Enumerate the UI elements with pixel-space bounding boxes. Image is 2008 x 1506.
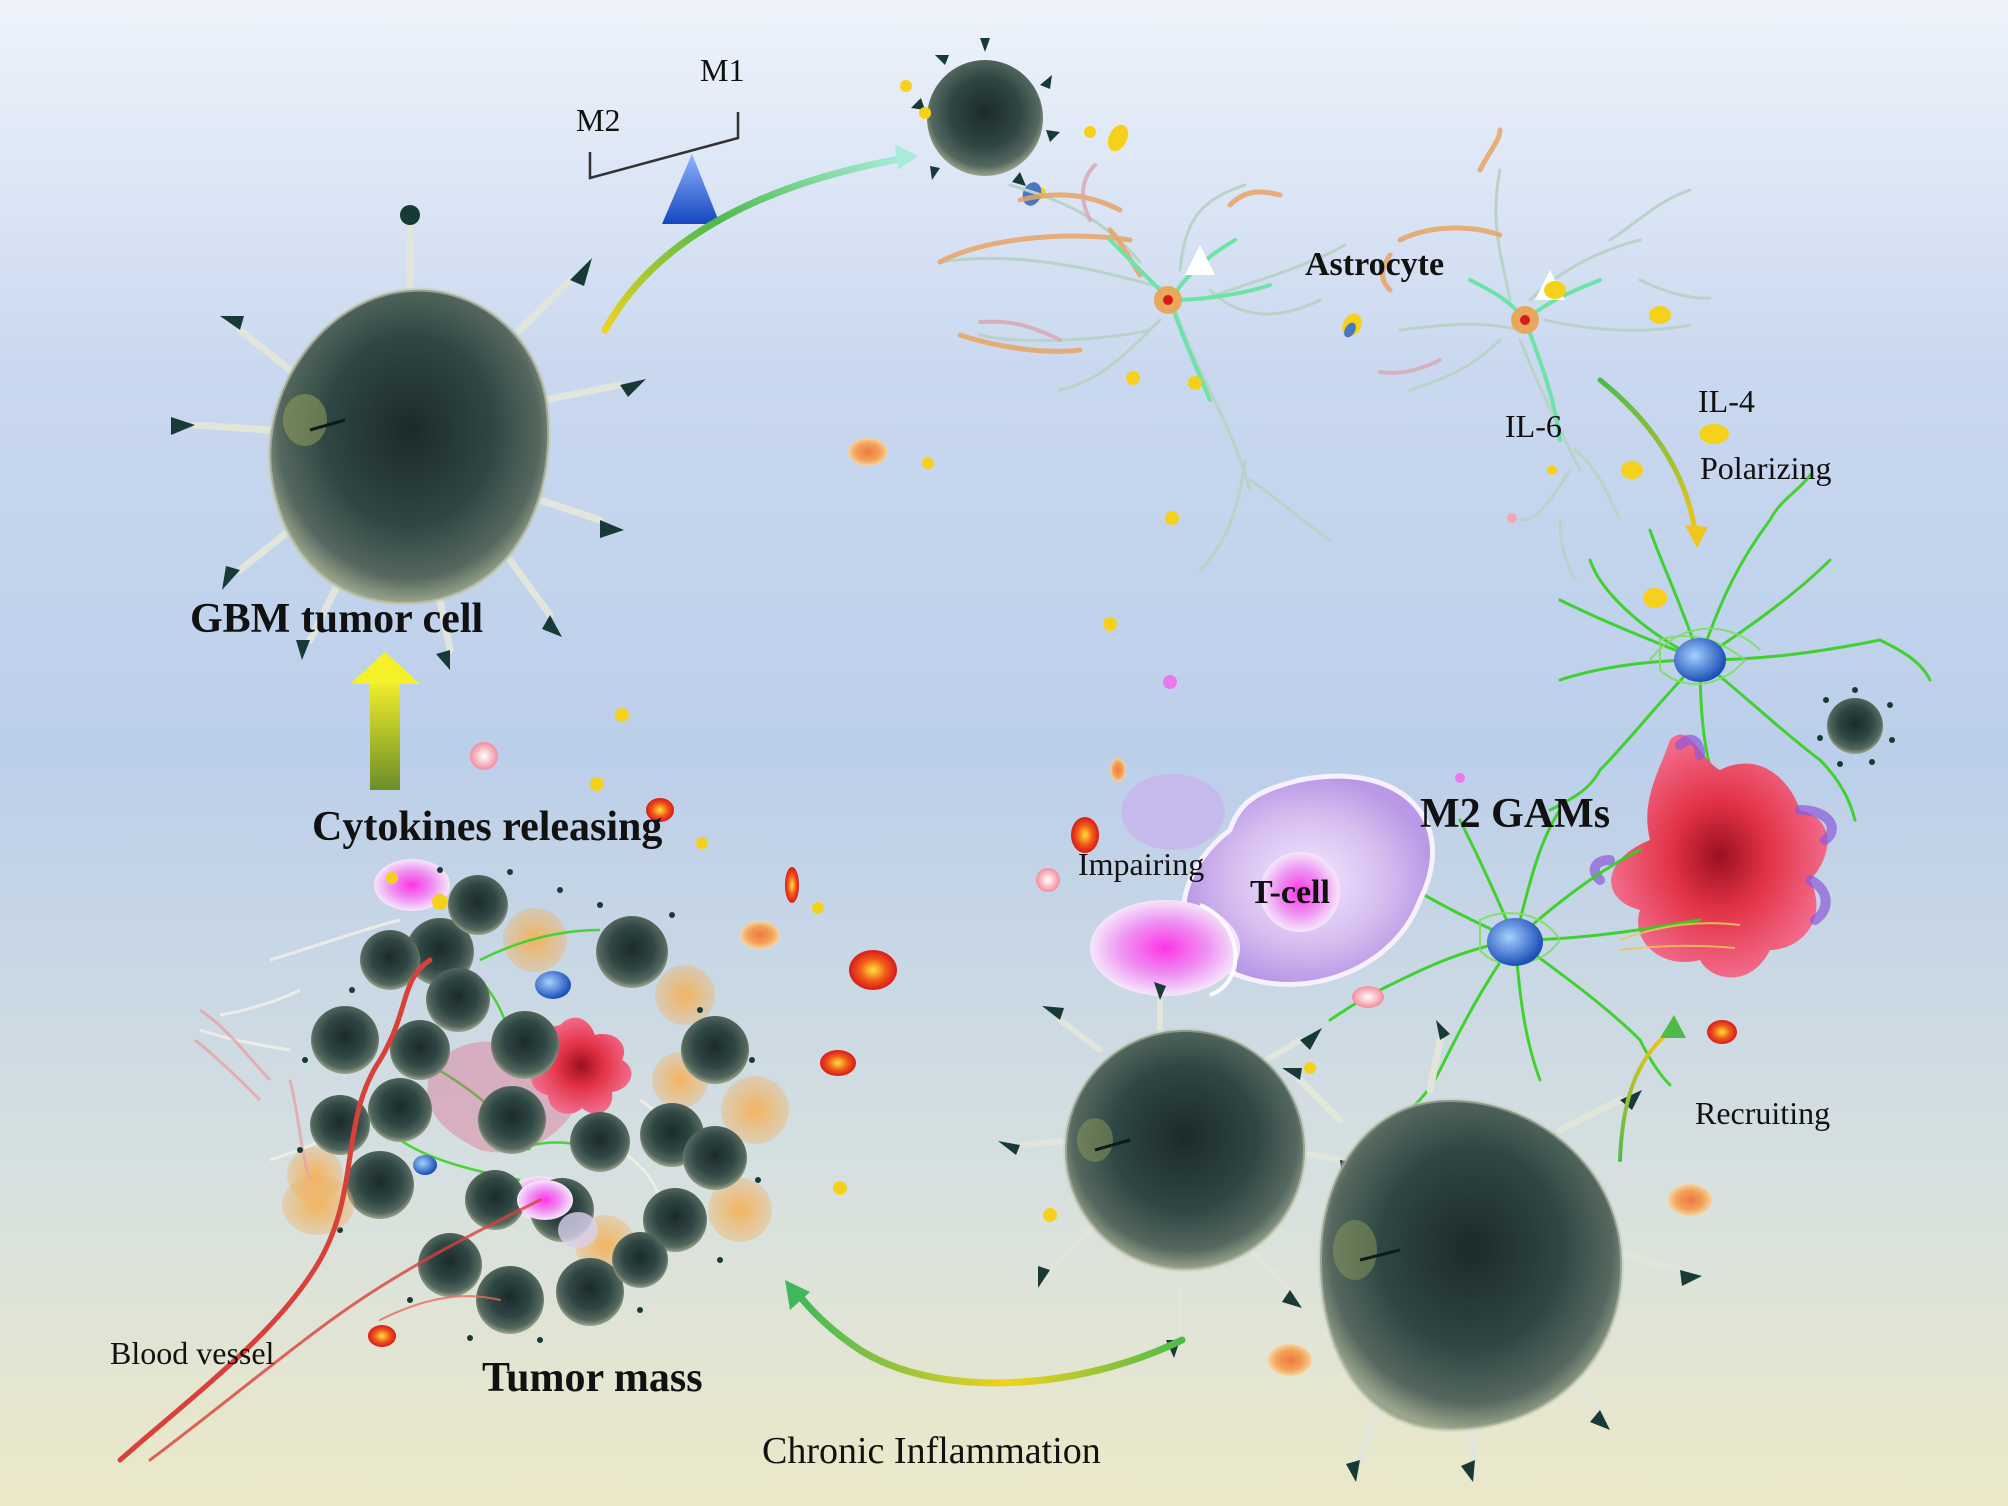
floating-cytokines — [386, 438, 1737, 1376]
label-blood-vessel: Blood vessel — [110, 1335, 275, 1371]
red-blood-cell — [368, 1325, 396, 1347]
m2-gam-lower — [1328, 808, 1741, 1112]
cytokines-up-arrow — [350, 652, 420, 790]
label-astrocyte: Astrocyte — [1305, 246, 1445, 283]
polarizing-arrow — [1597, 377, 1708, 548]
label-t-cell: T-cell — [1250, 874, 1330, 911]
label-recruiting: Recruiting — [1695, 1095, 1831, 1131]
label-gbm-tumor-cell: GBM tumor cell — [190, 596, 484, 642]
small-tumor-cell-right — [1817, 687, 1895, 767]
tumor-mass — [194, 859, 789, 1343]
gbm-tumor-cell — [171, 205, 646, 670]
label-tumor-mass: Tumor mass — [482, 1355, 703, 1401]
label-m2-gams: M2 GAMs — [1420, 791, 1611, 837]
tumor-cell-bottom-middle — [998, 982, 1362, 1358]
label-m2: M2 — [576, 102, 621, 138]
blood-vessel — [117, 957, 542, 1463]
m1-m2-balance — [588, 112, 740, 224]
astrocyte-right — [1378, 127, 1712, 582]
il4-particle — [1699, 424, 1729, 444]
t-cell-group — [1090, 773, 1435, 997]
small-tumor-cell-top — [900, 38, 1129, 206]
tumor-cell-bottom-right — [1282, 1020, 1702, 1482]
label-polarizing: Polarizing — [1700, 450, 1832, 486]
arrow-to-astrocyte — [601, 144, 918, 334]
astrocyte-left — [937, 163, 1347, 572]
red-macrophage — [1589, 734, 1837, 978]
label-m1: M1 — [700, 52, 745, 88]
cytokines-astrocyte — [1126, 281, 1671, 525]
label-chronic-inflammation: Chronic Inflammation — [762, 1430, 1101, 1472]
chronic-inflammation-arrow — [785, 1280, 1186, 1387]
m2-gam-upper — [1548, 473, 1932, 822]
label-il6: IL-6 — [1505, 408, 1562, 444]
recruiting-arrow — [1618, 1015, 1686, 1162]
label-il4: IL-4 — [1698, 383, 1755, 419]
label-cytokines-releasing: Cytokines releasing — [312, 804, 663, 850]
label-impairing: Impairing — [1078, 846, 1205, 882]
